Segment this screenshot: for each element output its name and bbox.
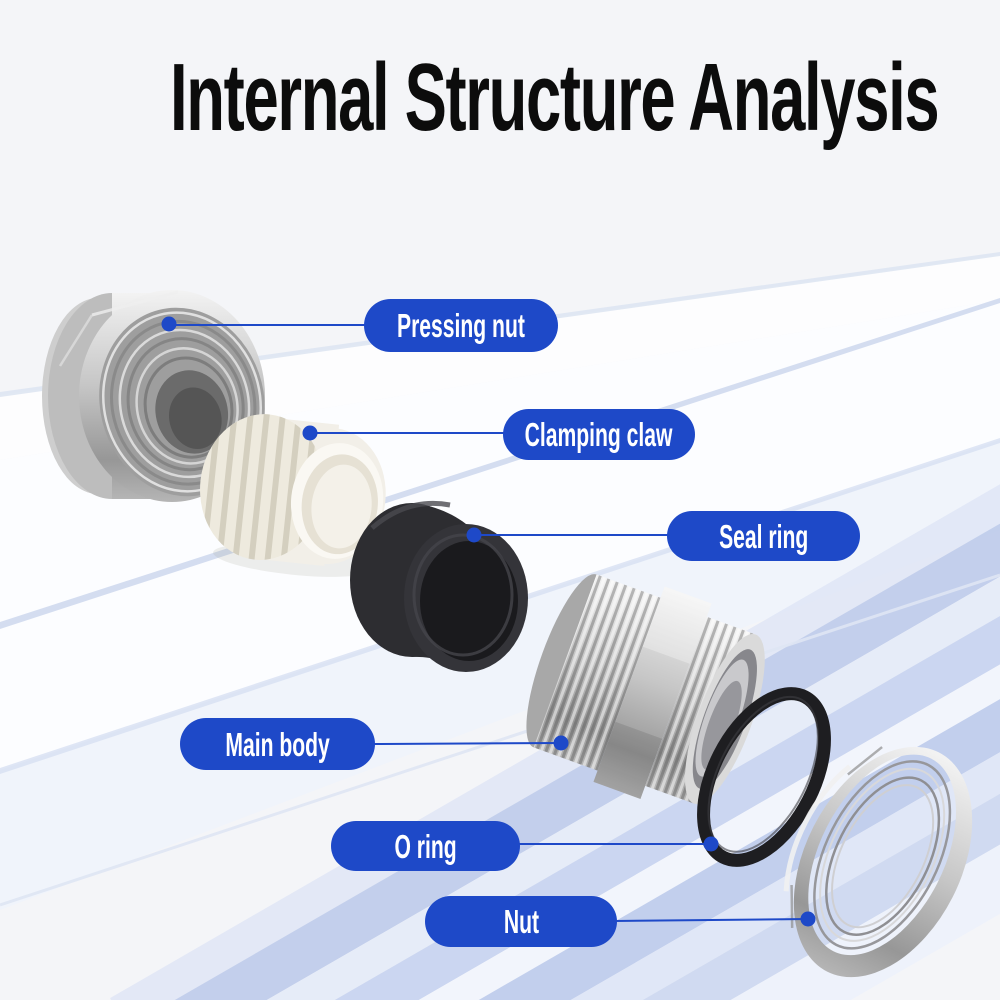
nut-callout-dot <box>800 911 816 927</box>
clamping-claw-image <box>200 414 386 577</box>
callout-label: Pressing nut <box>397 307 525 344</box>
seal-ring-callout-dot <box>466 527 482 543</box>
callout-pill-clamping-claw: Clamping claw <box>503 409 695 460</box>
o-ring-callout-dot <box>703 836 719 852</box>
callout-pill-o-ring: O ring <box>331 821 520 871</box>
callout-lines <box>161 316 816 927</box>
callout-pill-main-body: Main body <box>180 718 375 770</box>
callout-label: O ring <box>394 827 457 865</box>
seal-ring-image <box>350 500 528 672</box>
nut-image <box>783 746 973 978</box>
clamping-claw-callout-dot <box>302 425 318 441</box>
main-body-callout-dot <box>553 735 569 751</box>
main-body-callout-line <box>372 742 562 745</box>
callout-label: Nut <box>503 903 539 940</box>
callout-label: Main body <box>225 725 330 763</box>
nut-callout-line <box>614 918 809 922</box>
page-title: Internal Structure Analysis <box>170 44 940 151</box>
callout-label: Seal ring <box>718 517 809 555</box>
callout-pill-seal-ring: Seal ring <box>667 511 860 561</box>
o-ring-image <box>697 687 831 867</box>
main-body-image <box>526 574 765 805</box>
callout-pill-nut: Nut <box>425 896 617 947</box>
callout-pill-pressing-nut: Pressing nut <box>364 299 558 352</box>
pressing-nut-callout-dot <box>161 316 177 332</box>
callout-label: Clamping claw <box>525 416 673 453</box>
